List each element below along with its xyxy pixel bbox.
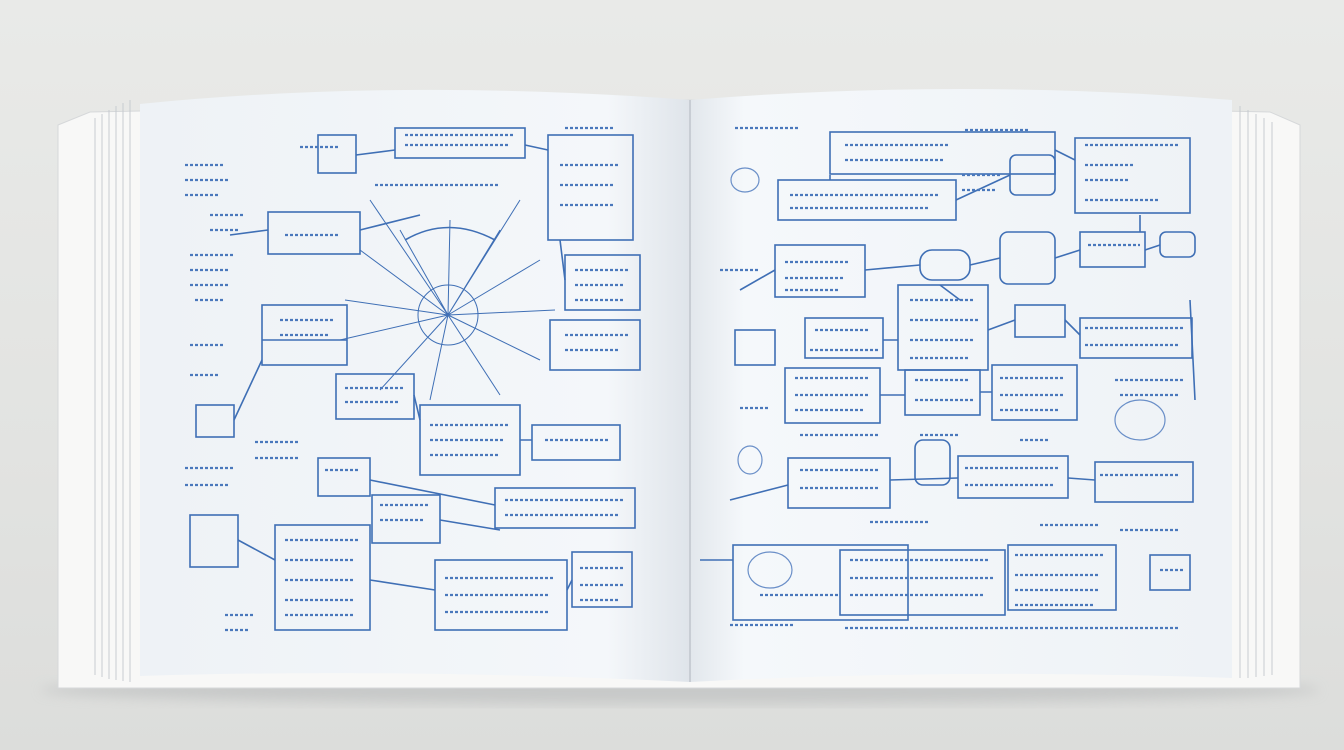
right-page-sketches bbox=[730, 167, 1166, 589]
right-page-scribble-text bbox=[720, 126, 1185, 630]
right-page bbox=[690, 89, 1232, 682]
left-page bbox=[140, 89, 690, 682]
right-page-flowchart bbox=[700, 131, 1196, 621]
left-page-scribble-text bbox=[185, 126, 630, 632]
sunburst-hub bbox=[339, 199, 556, 401]
left-page-mind-map bbox=[189, 127, 641, 631]
left-page-edges bbox=[94, 100, 131, 682]
right-page-edges bbox=[1239, 106, 1273, 678]
